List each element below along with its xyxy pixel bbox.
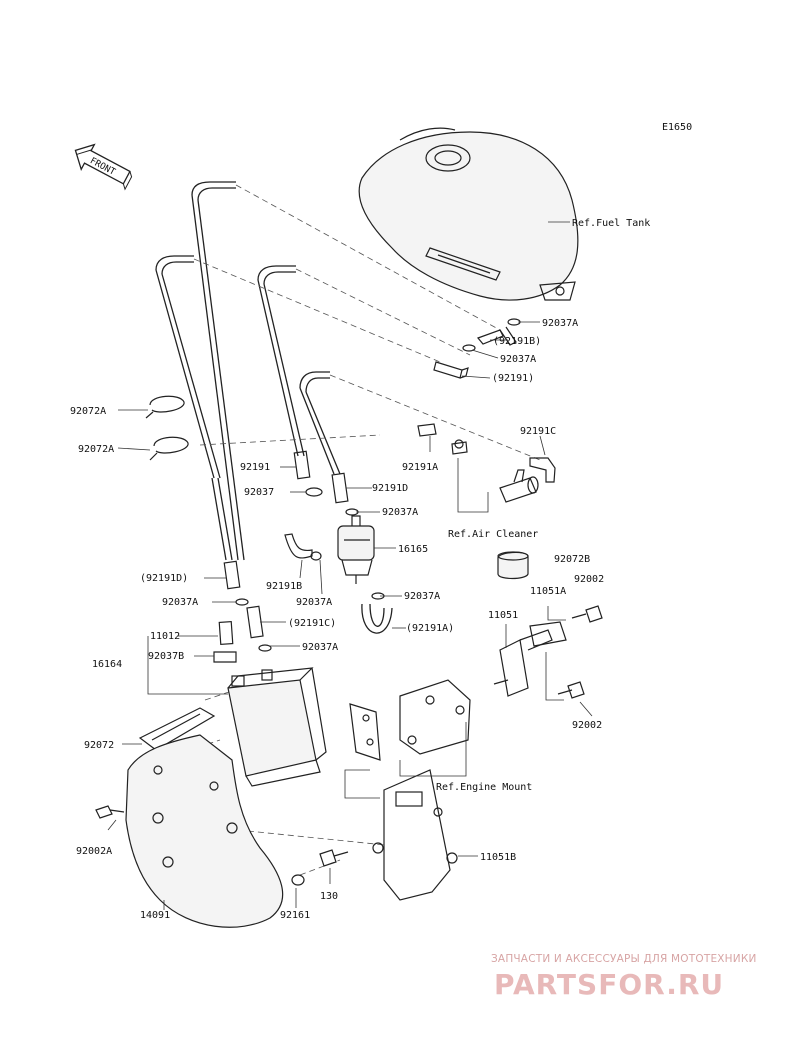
hose-92191c <box>529 457 556 483</box>
diagram-code: E1650 <box>662 122 692 133</box>
clamp-92072a-lower <box>149 436 189 461</box>
front-arrow-icon: FRONT <box>74 143 133 191</box>
leader-engine-mount-left <box>344 769 380 799</box>
callout-92161: 92161 <box>280 910 310 921</box>
callout-92191b: 92191B <box>266 581 302 592</box>
leader-air-cleaner <box>457 458 489 513</box>
callout-92191: 92191 <box>240 462 270 473</box>
callout-92191-paren: (92191) <box>492 373 534 384</box>
bolt-92002a <box>95 805 125 819</box>
tank-hose-pieces <box>433 318 521 379</box>
callout-92191c-paren: (92191C) <box>288 618 336 629</box>
callout-92191b-paren: (92191B) <box>493 336 541 347</box>
callout-92191a: 92191A <box>402 462 438 473</box>
long-hoses <box>155 181 341 561</box>
callout-92072b: 92072B <box>554 554 590 565</box>
bolt-130 <box>319 849 349 867</box>
clamp-92072a-upper <box>145 395 185 419</box>
hose-92191a-loop <box>361 592 393 634</box>
callout-92037a-5: 92037A <box>162 597 198 608</box>
air-cleaner-fittings <box>417 423 539 503</box>
watermark-logo: PARTSFOR.RU <box>494 968 724 1001</box>
cover-14091 <box>125 734 284 928</box>
callout-92002a: 92002A <box>76 846 112 857</box>
callout-92191c: 92191C <box>520 426 556 437</box>
fuel-tank <box>358 127 579 301</box>
bolt-92002-upper <box>571 605 603 623</box>
callout-92191d: 92191D <box>372 483 408 494</box>
callout-92037: 92037 <box>244 487 274 498</box>
callout-92037a-2: 92037A <box>500 354 536 365</box>
callout-130: 130 <box>320 891 338 902</box>
callout-92037b: 92037B <box>148 651 184 662</box>
bracket-11051 <box>493 621 567 697</box>
callout-92072: 92072 <box>84 740 114 751</box>
callout-92037a-1: 92037A <box>542 318 578 329</box>
callout-11051b: 11051B <box>480 852 516 863</box>
callout-92191a-paren: (92191A) <box>406 623 454 634</box>
canister-16164 <box>227 667 327 787</box>
callout-11012: 11012 <box>150 631 180 642</box>
callout-92037a-4: 92037A <box>296 597 332 608</box>
callout-16164: 16164 <box>92 659 122 670</box>
watermark-tagline: ЗАПЧАСТИ И АКСЕССУАРЫ ДЛЯ МОТОТЕХНИКИ <box>491 953 757 965</box>
callout-92072a-1: 92072A <box>70 406 106 417</box>
callout-16165: 16165 <box>398 544 428 555</box>
ref-engine-mount-label: Ref.Engine Mount <box>436 782 532 793</box>
short-hose-pieces <box>213 450 359 663</box>
callout-92072a-2: 92072A <box>78 444 114 455</box>
fuel-filter-16165 <box>337 515 375 584</box>
ref-fuel-tank-label: Ref.Fuel Tank <box>572 218 650 229</box>
callout-92191d-paren: (92191D) <box>140 573 188 584</box>
callout-11051: 11051 <box>488 610 518 621</box>
ref-air-cleaner-label: Ref.Air Cleaner <box>448 529 538 540</box>
callout-11051a: 11051A <box>530 586 566 597</box>
bolt-92002-lower <box>557 681 585 699</box>
callout-92037a-6: 92037A <box>404 591 440 602</box>
leader-engine-mount-right <box>399 722 467 777</box>
callout-14091: 14091 <box>140 910 170 921</box>
strap-92072 <box>138 707 216 751</box>
callout-92037a-7: 92037A <box>302 642 338 653</box>
callout-92002-2: 92002 <box>572 720 602 731</box>
callout-92037a-3: 92037A <box>382 507 418 518</box>
leader-lines <box>107 321 593 910</box>
callout-92002-1: 92002 <box>574 574 604 585</box>
engine-mount-brackets <box>349 679 471 901</box>
band-92072b <box>497 551 529 580</box>
collar-92161 <box>291 874 305 886</box>
